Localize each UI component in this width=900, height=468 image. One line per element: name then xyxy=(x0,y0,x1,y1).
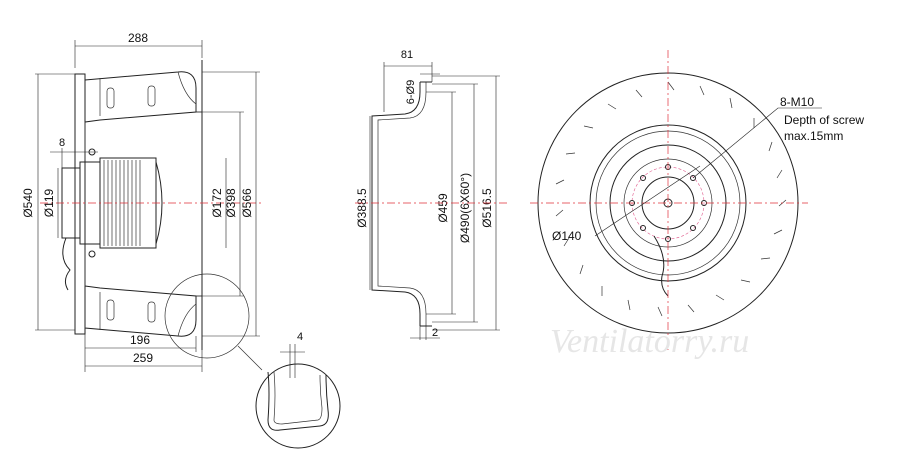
dim-d398: Ø398 xyxy=(224,188,238,218)
dim-d490: Ø490(6X60°) xyxy=(458,173,472,243)
front-cable xyxy=(653,235,669,297)
side-view: 288 Ø540 8 Ø119 Ø172 Ø398 Ø566 196 259 xyxy=(21,31,262,372)
watermark: Ventilatorry.ru xyxy=(550,323,749,360)
dim-holes: 6-Ø9 xyxy=(405,80,417,104)
label-8-m10: 8-M10 xyxy=(780,95,814,109)
mounting-plate xyxy=(74,73,86,335)
d140-leader xyxy=(594,165,701,237)
dim-d388: Ø388.5 xyxy=(355,188,369,228)
dim-d516: Ø516.5 xyxy=(480,188,494,228)
blade-marks xyxy=(555,81,787,317)
dim-d566: Ø566 xyxy=(240,188,254,218)
motor-cable xyxy=(62,237,71,291)
dim-d119: Ø119 xyxy=(42,188,56,217)
dim-4: 4 xyxy=(297,331,303,343)
m10-leader xyxy=(692,107,822,179)
front-view: 8-M10 Depth of screw max.15mm Ø140 xyxy=(530,50,864,350)
dim-2: 2 xyxy=(432,327,438,339)
dim-d140: Ø140 xyxy=(552,229,582,243)
dim-259: 259 xyxy=(133,351,153,365)
dim-288: 288 xyxy=(128,31,148,45)
label-depth-of-screw: Depth of screw xyxy=(784,113,864,127)
dim-d459: Ø459 xyxy=(436,193,450,223)
upper-blade-body xyxy=(84,71,197,123)
detail-view: 4 xyxy=(237,331,341,449)
dim-8: 8 xyxy=(59,137,65,149)
dim-d172: Ø172 xyxy=(210,188,224,218)
lower-blade-body xyxy=(84,285,197,337)
dim-d540: Ø540 xyxy=(21,188,35,218)
detail-marker-circle xyxy=(164,273,250,359)
detail-circle xyxy=(255,363,341,449)
label-max-15mm: max.15mm xyxy=(784,129,843,143)
dim-196: 196 xyxy=(130,333,150,347)
ring-view: 81 6-Ø9 Ø388.5 Ø459 Ø490(6X60°) Ø516.5 2 xyxy=(355,49,510,340)
dim-81: 81 xyxy=(401,49,413,61)
